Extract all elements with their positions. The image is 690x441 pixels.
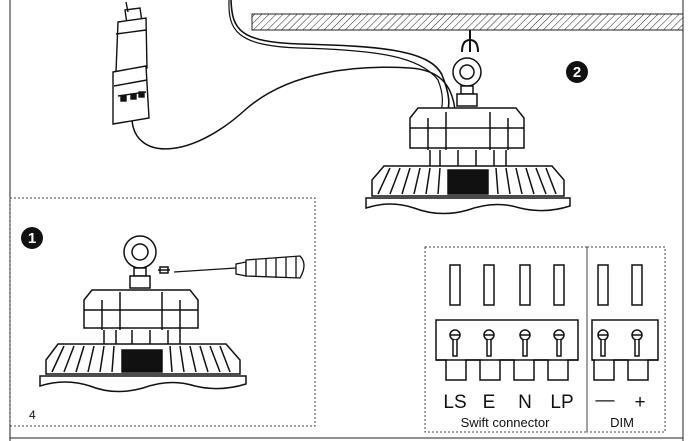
power-cable-upper: [230, 0, 450, 116]
step-2-badge: 2: [566, 61, 588, 83]
dim-caption: DIM: [610, 415, 634, 430]
swift-connector-caption: Swift connector: [460, 415, 550, 430]
power-cable-lower: [131, 66, 456, 150]
ceiling-beam: [251, 13, 684, 31]
page-number: 4: [29, 408, 36, 422]
terminal-label-e: E: [482, 392, 496, 413]
terminal-label-lp: LP: [550, 392, 574, 413]
inline-swift-connector: [112, 1, 150, 125]
step-1-badge: 1: [21, 227, 43, 249]
highbay-lamp-step1: [39, 235, 247, 393]
connector-body: [435, 264, 659, 381]
terminal-label-n: N: [518, 392, 532, 413]
screwdriver: [173, 255, 305, 279]
highbay-lamp-step2: [365, 57, 571, 215]
swift-connector-frame: [424, 246, 588, 433]
step1-panel: [9, 197, 316, 427]
dim-connector-frame: [586, 246, 666, 433]
terminal-label-dim-minus: —: [595, 390, 615, 411]
terminal-label-dim-plus: +: [634, 392, 646, 413]
terminal-label-ls: LS: [443, 392, 467, 413]
